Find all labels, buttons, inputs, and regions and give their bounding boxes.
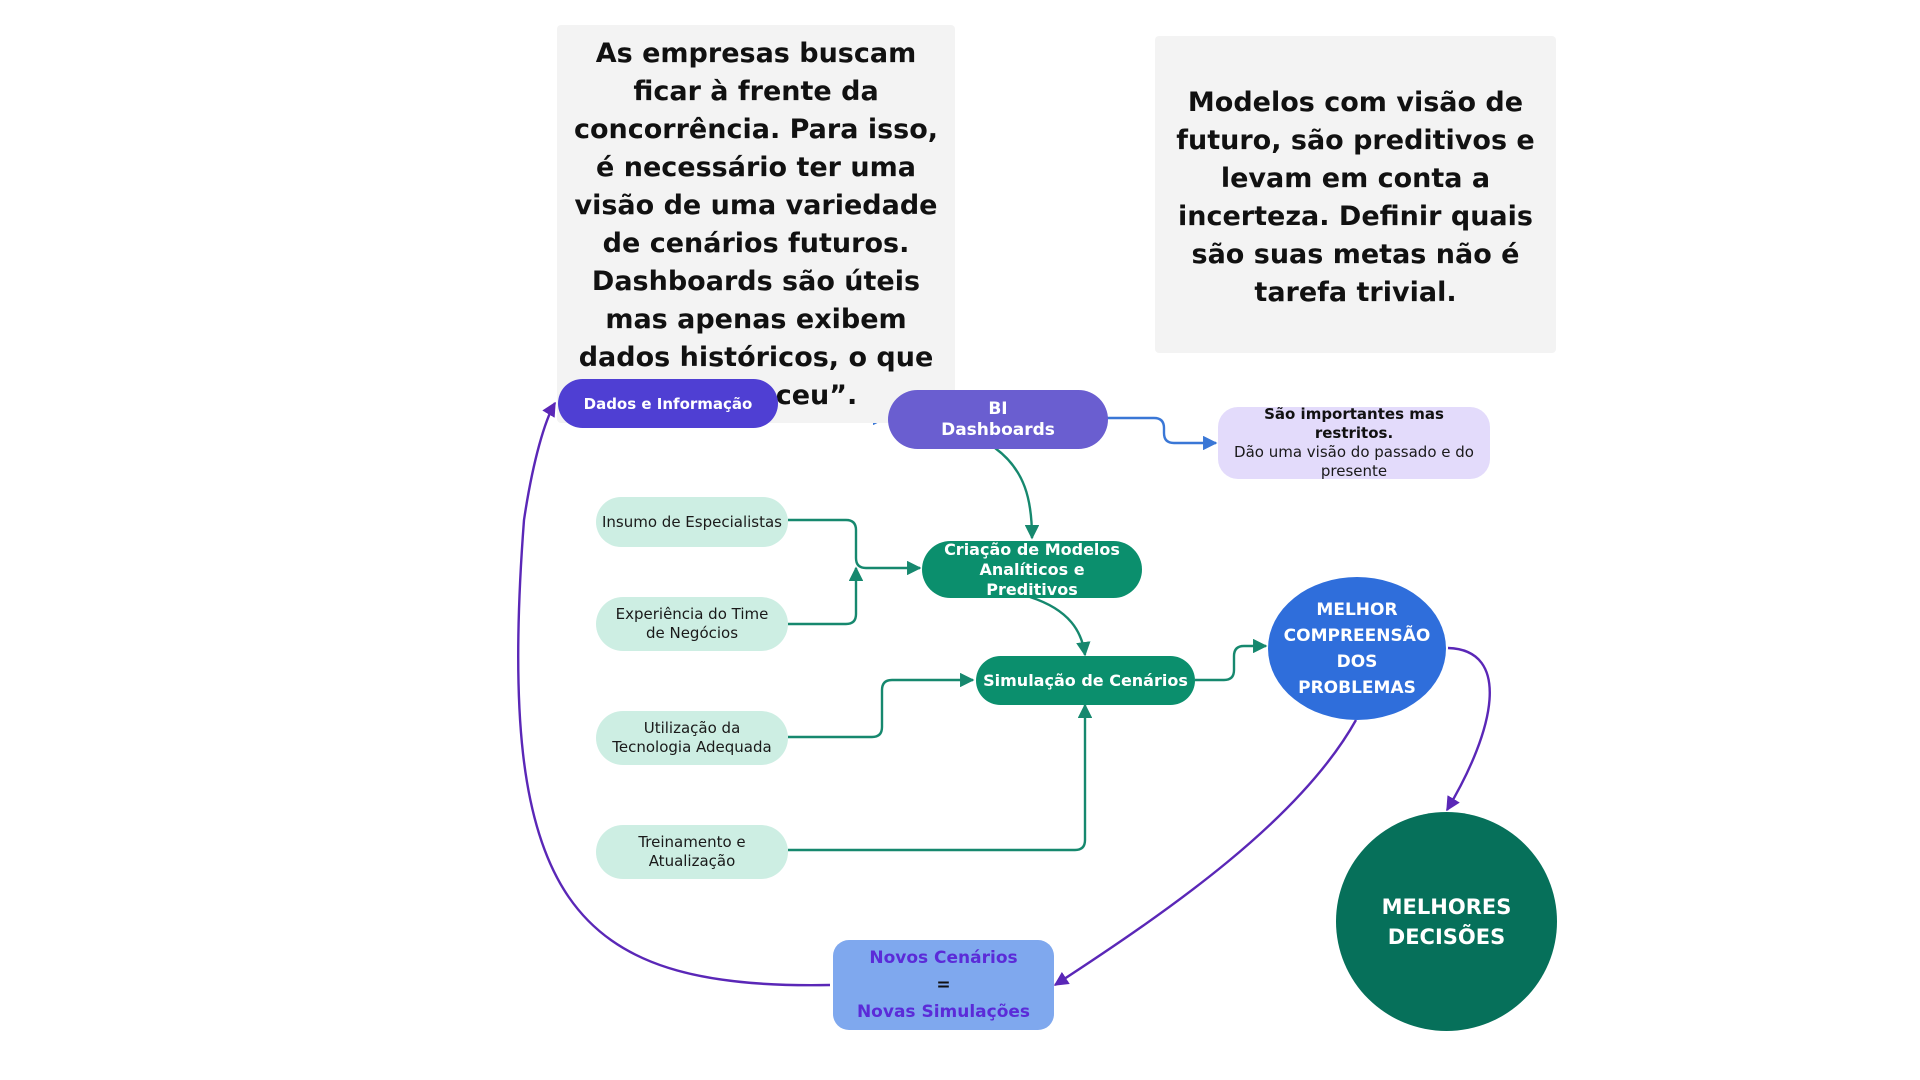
note-left: As empresas buscam ficar à frente da con… <box>557 25 955 423</box>
restritos-title: São importantes mas restritos. <box>1264 405 1444 442</box>
node-criacao-modelos: Criação de Modelos Analíticos e Preditiv… <box>922 540 1142 599</box>
arrow-bi-to-restritos <box>1104 416 1218 451</box>
node-melhores-decisoes: MELHORES DECISÕES <box>1336 812 1557 1031</box>
arrow-treinamento-to-simulacao <box>788 703 1093 852</box>
arrow-novos-to-dados <box>516 401 831 987</box>
note-left-text: As empresas buscam ficar à frente da con… <box>573 38 939 411</box>
node-restritos: São importantes mas restritos. Dão uma v… <box>1218 405 1490 480</box>
novos-equals-sign: = <box>936 974 951 995</box>
note-right: Modelos com visão de futuro, são prediti… <box>1155 36 1556 353</box>
arrow-criacao-to-simulacao <box>1029 595 1091 657</box>
node-simulacao-cenarios: Simulação de Cenários <box>976 656 1195 705</box>
arrow-melhor-to-novos <box>1053 719 1358 987</box>
node-treinamento-atualizacao: Treinamento e Atualização <box>596 825 788 879</box>
node-melhor-compreensao: MELHOR COMPREENSÃO DOS PROBLEMAS <box>1268 577 1446 720</box>
note-right-text: Modelos com visão de futuro, são prediti… <box>1176 87 1535 308</box>
arrow-tecnologia-to-simulacao <box>788 672 975 739</box>
arrow-experiencia-to-criacao <box>788 566 864 626</box>
arrow-bi-to-criacao <box>994 447 1040 540</box>
arrow-melhor-to-melhores <box>1445 646 1491 812</box>
node-bi-dashboards: BI Dashboards <box>888 390 1108 449</box>
arrow-simulacao-to-melhor <box>1195 638 1268 682</box>
arrow-insumo-to-criacao <box>788 518 922 576</box>
node-dados-informacao: Dados e Informação <box>558 379 778 428</box>
node-novos-cenarios: Novos Cenários = Novas Simulações <box>833 940 1054 1030</box>
node-experiencia-time: Experiência do Time de Negócios <box>596 597 788 651</box>
node-utilizacao-tecnologia: Utilização da Tecnologia Adequada <box>596 711 788 765</box>
novas-simulacoes-label: Novas Simulações <box>856 1001 1031 1022</box>
restritos-body: Dão uma visão do passado e do presente <box>1234 443 1474 480</box>
novos-cenarios-label: Novos Cenários <box>869 947 1018 968</box>
node-insumo-especialistas: Insumo de Especialistas <box>596 497 788 547</box>
